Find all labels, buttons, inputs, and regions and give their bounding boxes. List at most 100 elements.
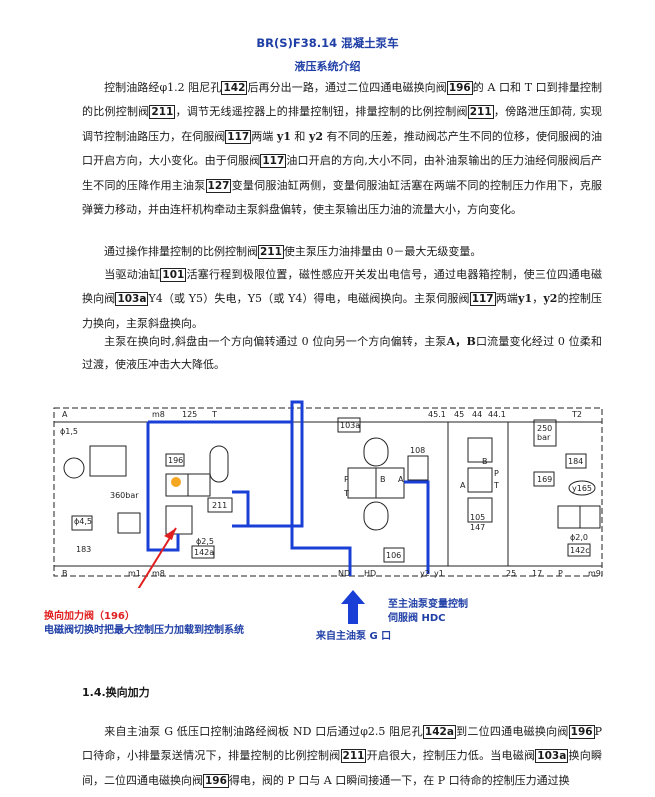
component-label: y165 [572,484,592,493]
component-label: 360bar [110,491,139,500]
ref-box: 103a [535,749,569,764]
ref-box: 211 [149,105,176,120]
paragraph-4: 主泵在换向时,斜盘由一个方向偏转通过 0 位向另一个方向偏转，主泵A，B口流量变… [82,330,602,377]
text-span: 当驱动油缸 [104,268,161,281]
ref-box: 211 [467,105,494,120]
port-label: m9 [588,569,601,578]
port-label: 25 [506,569,516,578]
component-label: 147 [470,523,485,532]
text-span: 活塞行程到极限位置，磁性感应开关发出电信号，通过电器箱控制，使三位四通电磁换向阀 [82,268,602,306]
component-label: 183 [76,545,91,554]
manifold-border [53,407,603,577]
flow-line [158,534,180,552]
filter-183 [71,515,93,531]
port-label: B [380,475,386,484]
component-label: 196 [168,456,183,465]
orifice-label: ϕ2,5 [196,537,214,546]
port-label: A [62,410,68,419]
port-label: y2 [420,569,430,578]
orifice-142a-box [191,545,215,559]
valve-108 [407,455,429,481]
solenoid-y4 [363,437,389,467]
text-span: 变量伺服油缸两侧，变量伺服油缸活塞在两端不同的控制压力作用下，克服弹簧力移动，并… [82,178,603,217]
valve-147 [467,497,493,523]
valve-142a-spool [165,505,193,535]
text-span: ，傍路泄压卸荷, 实现调节控制油路压力，在伺服阀 [82,105,603,143]
ref-box: 127 [205,178,232,193]
flow-line [232,490,250,526]
valve-105-top [467,437,493,463]
port-label: m8 [152,569,165,578]
text-span: ， [532,292,544,306]
component-label: 211 [212,501,227,510]
port-label: T [343,489,349,498]
text-span: ，调节无线遥控器上的排量控制钮，排量控制的比例控制阀 [175,105,468,119]
valve-103a-left [347,467,377,499]
page-subtitle: 液压系统介绍 [294,60,361,73]
pump-symbol [63,457,85,479]
text-span: 得电，阀的 P 口与 A 口瞬间接通一下，在 P 口待命的控制压力通过换 [228,773,570,787]
valve-142c-coil [579,505,601,529]
valve-196-label-box [165,453,185,467]
text-span: 两端 [251,129,274,143]
port-label: m1 [128,569,141,578]
flow-line [290,422,352,576]
port-label: A [398,475,404,484]
port-label: P [344,475,349,484]
text-span: 到二位四通电磁换向阀 [455,725,569,738]
check-valve-block [89,445,127,477]
text-span: 口流量变化经过 0 位柔和过渡，使液压冲击大大降低。 [82,335,602,372]
ref-box: 196 [568,725,595,739]
text-span: 两端 [495,292,519,306]
callout-to-servo-line2: 伺服阀 HDC [388,613,446,624]
valve-211-box [207,497,233,513]
port-label: y2 [308,129,324,143]
valve-169-box [533,471,555,487]
port-label: A，B [446,335,476,348]
port-label: T [211,410,217,419]
solenoid-y5 [363,501,389,531]
flow-line [232,422,304,528]
component-label: 106 [386,551,401,560]
valve-105-mid [467,467,493,493]
valve-211-solenoid [209,445,229,483]
component-label: 103a [340,421,360,430]
callout-red-desc: 电磁阀切换时把最大控制压力加载到控制系统 [44,625,244,636]
text-span: P 口待命，小排量泵送情况下，排量控制的比例控制阀 [82,725,602,763]
port-label: y1 [434,569,444,578]
ref-box: 211 [340,749,367,764]
ref-box: 211 [258,245,284,259]
flow-line [148,400,304,424]
hydraulic-schematic: A m8 125 T 45.1 45 44 44.1 T2 ϕ1,5 196 1… [53,400,603,588]
port-label: 44 [472,410,482,419]
text-span: 来自主油泵 G 低压口控制油路经阀板 ND 口后通过φ2.5 阻尼孔 [104,725,423,738]
flow-line [146,422,158,552]
ref-box: 117 [260,154,287,169]
text-span: 的 A 口和 T 口到排量控制的比例控制阀 [82,81,602,119]
text-span: Y4（或 Y5）失电，Y5（或 Y4）得电，电磁阀换向。主泵伺服阀 [148,292,470,306]
orifice-label: ϕ4,5 [74,517,92,526]
text-span: 后再分出一路，通过二位四通电磁换向阀 [247,81,447,94]
text-span: 的控制压力换向，主泵斜盘换向。 [82,292,603,330]
callout-red-title: 换向加力阀（196） [44,611,135,622]
ref-box: 196 [446,81,473,95]
component-label: 184 [568,457,583,466]
valve-142c-spool [557,505,581,529]
port-label: T [493,481,499,490]
port-label: 125 [182,410,197,419]
section-heading: 1.4.换向加力 [82,686,150,699]
valve-103a-box [337,417,361,433]
port-label: B [62,569,68,578]
text-span: 主泵在换向时,斜盘由一个方向偏转通过 0 位向另一个方向偏转，主泵 [104,335,447,348]
text-span: 有不同的压差，推动阀芯产生不同的位移，使伺服阀的油口开启方向，大小变化。由于伺服… [82,129,603,168]
valve-106-box [383,547,405,563]
warning-icon [171,477,181,487]
ref-box: 117 [225,129,252,144]
component-label: 142c [570,546,590,555]
port-label: y1 [276,129,291,143]
ref-box: 196 [203,773,229,788]
